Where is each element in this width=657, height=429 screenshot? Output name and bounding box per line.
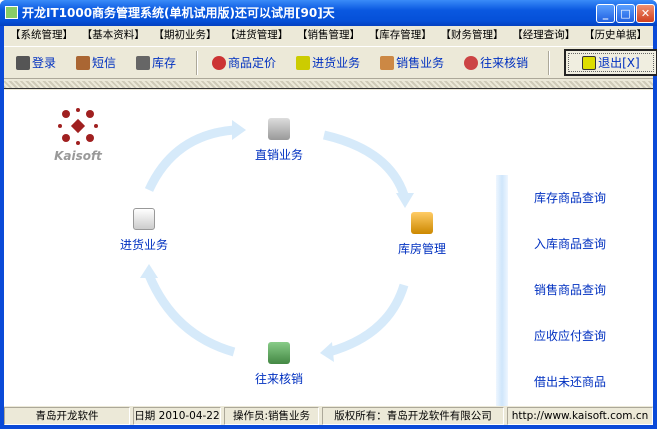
purchase-button[interactable]: 进货业务	[296, 54, 360, 71]
exit-label: 退出[X]	[598, 56, 640, 70]
purchase-label: 进货业务	[312, 56, 361, 70]
sales-label: 销售业务	[396, 56, 445, 70]
menu-sales[interactable]: 【销售管理】	[297, 29, 360, 41]
warehouse-node[interactable]: 库房管理	[377, 212, 467, 257]
menu-basic-data[interactable]: 【基本资料】	[81, 29, 145, 41]
menu-purchase[interactable]: 【进货管理】	[225, 29, 289, 41]
menu-system[interactable]: 【系统管理】	[10, 29, 73, 41]
link-receivable-query[interactable]: 应收应付查询	[534, 329, 607, 343]
pricing-button[interactable]: 商品定价	[212, 54, 276, 71]
arrow-purchase-to-sales	[144, 125, 235, 192]
kaisoft-logo: Kaisoft	[38, 108, 118, 163]
login-label: 登录	[32, 56, 57, 70]
settlement-node[interactable]: 往来核销	[234, 342, 324, 387]
arrow-warehouse-to-settlement	[327, 283, 409, 357]
status-date: 日期 2010-04-22	[133, 407, 221, 425]
settlement-label: 往来核销	[254, 372, 303, 386]
warehouse-label: 库房管理	[397, 242, 446, 256]
sms-button[interactable]: 短信	[76, 54, 116, 71]
money-icon	[268, 342, 290, 364]
door-icon	[582, 55, 597, 70]
logo-text: Kaisoft	[54, 149, 102, 163]
maximize-button[interactable]: □	[616, 4, 635, 23]
purchase-label: 进货业务	[119, 238, 168, 252]
link-lent-items[interactable]: 借出未还商品	[534, 375, 607, 389]
purchase-node[interactable]: 进货业务	[99, 208, 189, 253]
direct-sales-label: 直销业务	[254, 148, 303, 162]
settle-label: 往来核销	[480, 56, 529, 70]
arrow-sales-to-warehouse	[322, 130, 409, 197]
direct-sales-node[interactable]: 直销业务	[234, 118, 324, 163]
close-button[interactable]: ✕	[636, 4, 655, 23]
link-sales-query[interactable]: 销售商品查询	[534, 283, 607, 297]
exit-button[interactable]: 退出[X]	[564, 49, 657, 76]
sms-label: 短信	[92, 56, 117, 70]
window-title: 开龙IT1000商务管理系统(单机试用版)还可以试用[90]天	[22, 6, 335, 20]
menu-manager-query[interactable]: 【经理查询】	[512, 29, 576, 41]
login-button[interactable]: 登录	[16, 54, 56, 71]
document-icon	[133, 208, 155, 230]
toolbar-separator	[196, 50, 199, 75]
menu-opening[interactable]: 【期初业务】	[153, 29, 217, 41]
divider-strip	[4, 81, 653, 89]
menu-history[interactable]: 【历史单据】	[584, 29, 647, 41]
sms-icon	[76, 55, 91, 70]
side-gradient-strip	[496, 175, 508, 406]
sales-button[interactable]: 销售业务	[380, 54, 444, 71]
link-stock-query[interactable]: 库存商品查询	[534, 191, 607, 205]
stock-icon	[136, 55, 151, 70]
purchase-icon	[296, 55, 311, 70]
main-panel: Kaisoft 直销业务 库房管理 往来核销 进货业务 库存商品查询 入库商品查…	[4, 90, 653, 406]
client-area: 【系统管理】 【基本资料】 【期初业务】 【进货管理】 【销售管理】 【库存管理…	[4, 26, 657, 425]
flow-cycle-arrows	[140, 120, 414, 362]
menu-inventory[interactable]: 【库存管理】	[368, 29, 432, 41]
stock-button[interactable]: 库存	[136, 54, 176, 71]
toolbar: 登录 短信 库存 商品定价 进货业务 销售业务 往来核销 退出[X]	[4, 46, 657, 79]
pricing-label: 商品定价	[228, 56, 277, 70]
link-inbound-query[interactable]: 入库商品查询	[534, 237, 607, 251]
sales-icon	[380, 55, 395, 70]
cash-register-icon	[268, 118, 290, 140]
app-icon	[5, 6, 18, 19]
toolbar-separator	[548, 50, 551, 75]
menu-bar: 【系统管理】 【基本资料】 【期初业务】 【进货管理】 【销售管理】 【库存管理…	[4, 26, 653, 44]
settle-icon	[464, 55, 479, 70]
login-icon	[16, 55, 30, 70]
logo-mark-icon	[58, 108, 98, 145]
pricing-icon	[212, 55, 227, 70]
status-copyright: 版权所有：青岛开龙软件有限公司	[322, 407, 504, 425]
stock-label: 库存	[152, 56, 177, 70]
warehouse-icon	[411, 212, 433, 234]
status-bar: 青岛开龙软件 日期 2010-04-22 操作员:销售业务 版权所有：青岛开龙软…	[4, 407, 653, 425]
arrow-settlement-to-purchase	[144, 273, 236, 357]
menu-finance[interactable]: 【财务管理】	[440, 29, 504, 41]
status-company: 青岛开龙软件	[4, 407, 130, 425]
status-operator: 操作员:销售业务	[224, 407, 319, 425]
minimize-button[interactable]: _	[596, 4, 615, 23]
settle-button[interactable]: 往来核销	[464, 54, 528, 71]
status-url: http://www.kaisoft.com.cn	[507, 407, 653, 425]
title-bar: 开龙IT1000商务管理系统(单机试用版)还可以试用[90]天 _ □ ✕	[0, 0, 657, 26]
